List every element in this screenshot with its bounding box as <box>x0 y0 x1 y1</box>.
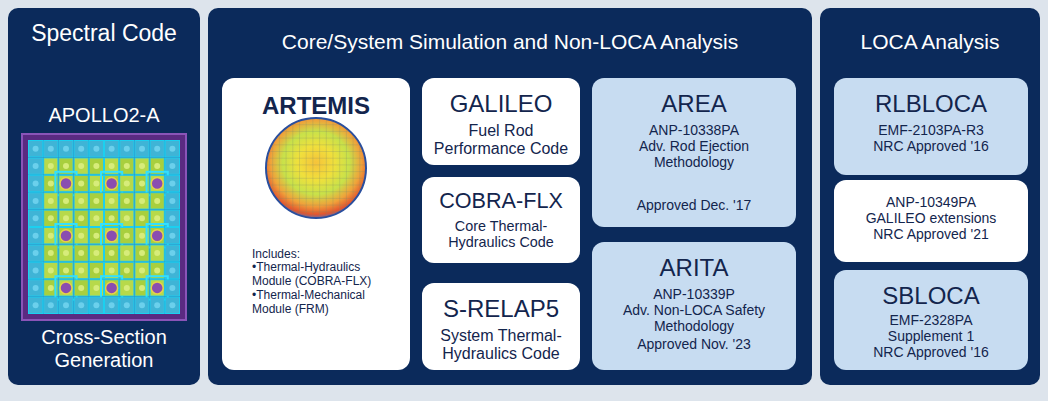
code-box: ARTEMIS Includes:•Thermal-Hydraulics Modu… <box>222 78 410 370</box>
node-title: Spectral Code <box>8 20 200 46</box>
node-text: Approved Nov. '23 <box>637 336 751 352</box>
node-text: Approved Dec. '17 <box>637 197 752 213</box>
code-box: COBRA-FLX Core Thermal-Hydraulics Code <box>422 177 580 263</box>
methodology-box: RLBLOCA EMF-2103PA-R3NRC Approved '16 <box>834 78 1028 175</box>
node-text: ANP-10338PA <box>649 122 739 138</box>
node-text: Adv. Rod Ejection Methodology <box>600 138 788 170</box>
node-title: ARITA <box>660 254 729 282</box>
node-title: LOCA Analysis <box>820 30 1040 54</box>
node-text: Fuel Rod Performance Code <box>430 122 572 159</box>
node-text: EMF-2328PA <box>890 312 973 328</box>
node-title: AREA <box>661 90 726 118</box>
loca-panel: LOCA AnalysisRLBLOCAEMF-2103PA-R3NRC App… <box>820 8 1040 385</box>
code-box: S-RELAP5System Thermal-Hydraulics Code <box>422 283 580 370</box>
analysis-panel: Core/System Simulation and Non-LOCA Anal… <box>208 8 812 385</box>
node-title: ANP-10349PA <box>886 194 976 210</box>
core-map-illustration <box>261 116 371 220</box>
methodology-box: AREA ANP-10338PAAdv. Rod Ejection Methodo… <box>592 78 796 227</box>
lattice-illustration <box>20 132 188 322</box>
node-title: SBLOCA <box>882 282 979 310</box>
methodology-box: SBLOCA EMF-2328PASupplement 1NRC Approved… <box>834 270 1028 370</box>
methodology-box: ANP-10349PAGALILEO extensionsNRC Approve… <box>834 180 1028 262</box>
node-title: GALILEO <box>450 90 553 118</box>
node-text: NRC Approved '16 <box>873 344 989 360</box>
node-text: Supplement 1 <box>888 328 974 344</box>
node-text: ANP-10339P <box>653 286 735 302</box>
node-title: RLBLOCA <box>875 90 987 118</box>
node-text: EMF-2103PA-R3 <box>878 122 984 138</box>
node-text: APOLLO2-A <box>8 104 200 127</box>
node-text: Adv. Non-LOCA Safety Methodology <box>600 302 788 334</box>
code-box: GALILEO Fuel Rod Performance Code <box>422 78 580 165</box>
node-text: GALILEO extensions <box>866 210 997 226</box>
node-text: NRC Approved '21 <box>873 226 989 242</box>
node-title: COBRA-FLX <box>439 189 563 214</box>
node-title: S-RELAP5 <box>443 295 559 323</box>
node-text: System Thermal-Hydraulics Code <box>430 327 572 364</box>
node-text: •Thermal-Mechanical Module (FRM) <box>230 289 402 317</box>
node-text: •Thermal-Hydraulics Module (COBRA-FLX) <box>230 261 402 289</box>
node-title: Core/System Simulation and Non-LOCA Anal… <box>208 30 812 54</box>
node-text: Includes: <box>230 248 300 262</box>
node-text: Cross-Section Generation <box>8 326 200 372</box>
node-text: NRC Approved '16 <box>873 138 989 154</box>
node-title: ARTEMIS <box>262 92 370 120</box>
code-panel: Spectral CodeAPOLLO2-A Cross-Section Gene… <box>8 8 200 385</box>
methodology-box: ARITA ANP-10339PAdv. Non-LOCA Safety Meth… <box>592 242 796 370</box>
node-text: Core Thermal-Hydraulics Code <box>430 218 572 251</box>
